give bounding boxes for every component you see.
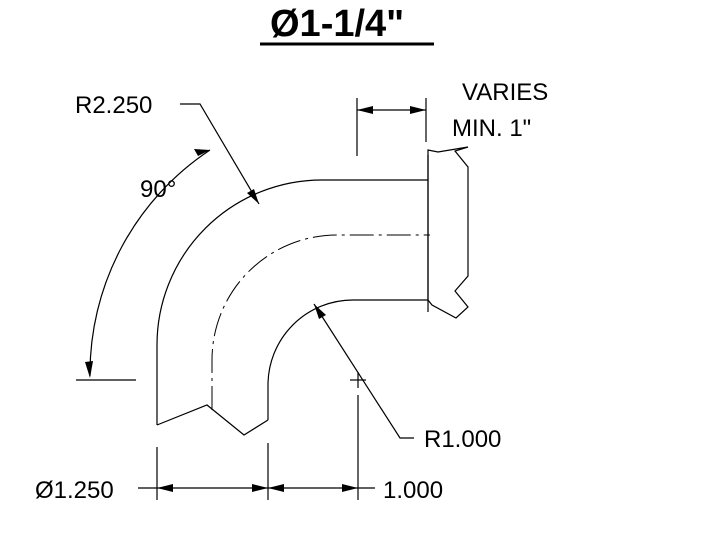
offset-label: 1.000 <box>383 477 443 504</box>
angle-arrow-bottom <box>85 361 93 378</box>
flange-fitting <box>427 146 469 319</box>
inner-radius-label: R1.000 <box>424 426 501 453</box>
pipe-centerline <box>211 234 430 410</box>
varies-arrow-right <box>410 106 426 114</box>
pipe-inner-wall <box>267 299 428 420</box>
outer-radius-arrow <box>247 189 259 204</box>
varies-min-label: MIN. 1" <box>452 115 531 142</box>
outer-radius-leader <box>180 103 260 205</box>
pipe-break-bottom <box>156 404 269 436</box>
diameter-label: Ø1.250 <box>35 477 114 504</box>
inner-radius-leader <box>313 303 414 439</box>
offset-arrow-left <box>268 484 284 492</box>
pipe-outer-wall <box>156 179 428 425</box>
angle-arc <box>89 149 211 377</box>
angle-arrow-top <box>194 149 210 156</box>
angle-label: 90° <box>140 176 176 203</box>
outer-radius-label: R2.250 <box>75 92 152 119</box>
offset-arrow-right <box>342 484 358 492</box>
varies-label: VARIES <box>462 79 548 106</box>
drawing-title: Ø1-1/4" <box>270 3 404 45</box>
varies-arrow-left <box>357 106 373 114</box>
inner-radius-arrow <box>314 304 326 319</box>
dia-arrow-left <box>157 484 173 492</box>
dia-arrow-right <box>252 484 268 492</box>
